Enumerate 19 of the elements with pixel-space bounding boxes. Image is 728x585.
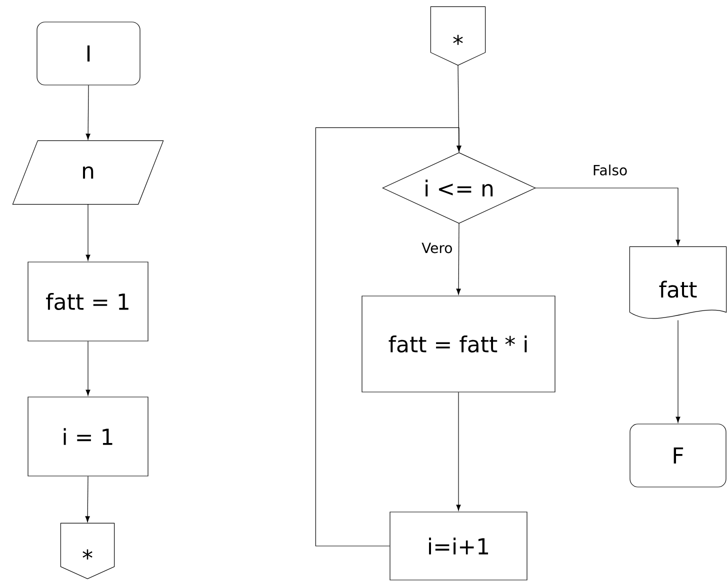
arrow bbox=[535, 188, 680, 246]
process-box: fatt = fatt * i bbox=[362, 296, 556, 392]
input-parallelogram: n bbox=[12, 140, 164, 205]
terminal-box: I bbox=[36, 22, 140, 86]
arrow bbox=[85, 476, 90, 522]
process-box: i=i+1 bbox=[390, 512, 528, 580]
process-box: i = 1 bbox=[28, 396, 148, 476]
edge-label: Vero bbox=[420, 242, 454, 254]
document-shape: fatt bbox=[629, 246, 727, 319]
arrow bbox=[676, 320, 680, 423]
arrow bbox=[315, 127, 462, 546]
terminal-box: F bbox=[630, 424, 726, 488]
arrow bbox=[456, 223, 461, 295]
arrow bbox=[86, 204, 90, 261]
arrow bbox=[456, 392, 461, 511]
arrow bbox=[86, 85, 90, 140]
arrow bbox=[86, 341, 90, 396]
process-box: fatt = 1 bbox=[28, 262, 148, 342]
edge-label: Falso bbox=[591, 164, 629, 176]
